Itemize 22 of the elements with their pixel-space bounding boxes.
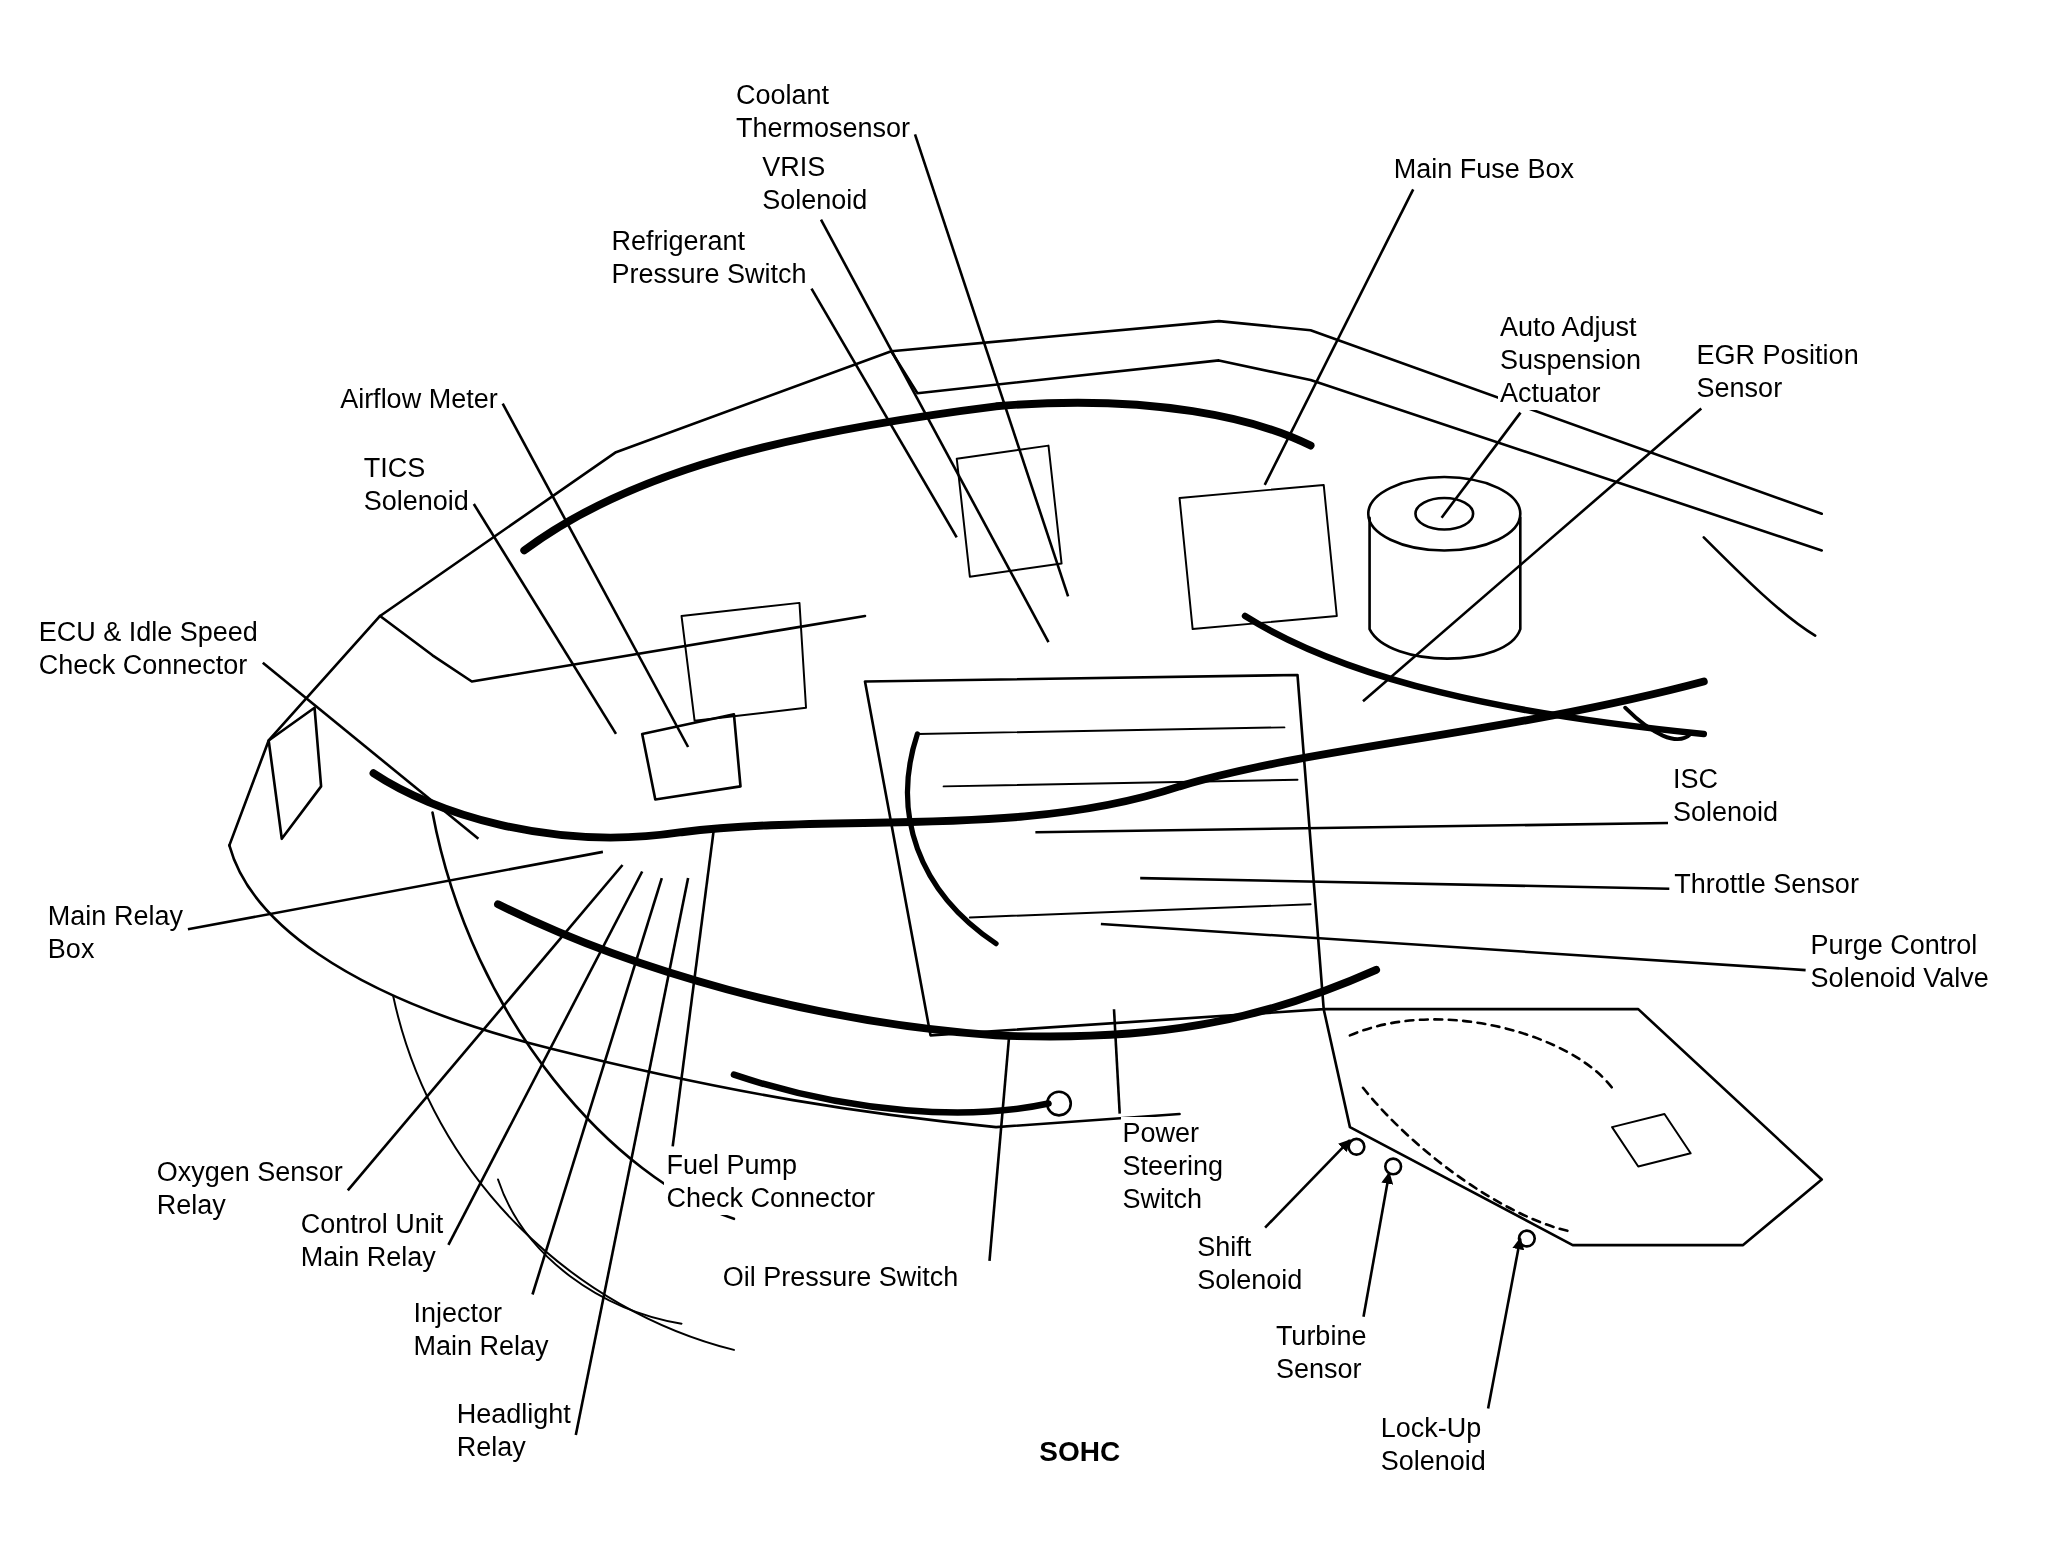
leader-line [1440,411,1522,519]
leader-line [819,219,1050,643]
leader-line [1362,1171,1394,1318]
leader-line [1263,188,1415,486]
caption: SOHC [1039,1435,1121,1470]
leader-line [472,503,618,735]
leader-line [346,864,624,1192]
leader-line [447,870,644,1246]
leader-line [501,403,690,748]
leader-line [1486,1237,1525,1409]
leader-line [810,287,958,538]
leader-line [261,661,480,840]
leader-line [187,850,604,931]
leader-line [1112,1009,1121,1114]
leader-line [1140,876,1670,890]
leader-line [1035,821,1668,834]
leader-line [1362,407,1703,703]
leader-line [913,133,1070,597]
leader-line [574,877,690,1436]
leader-line [1100,922,1806,972]
leader-line [531,877,664,1295]
leader-line [1264,1139,1351,1229]
